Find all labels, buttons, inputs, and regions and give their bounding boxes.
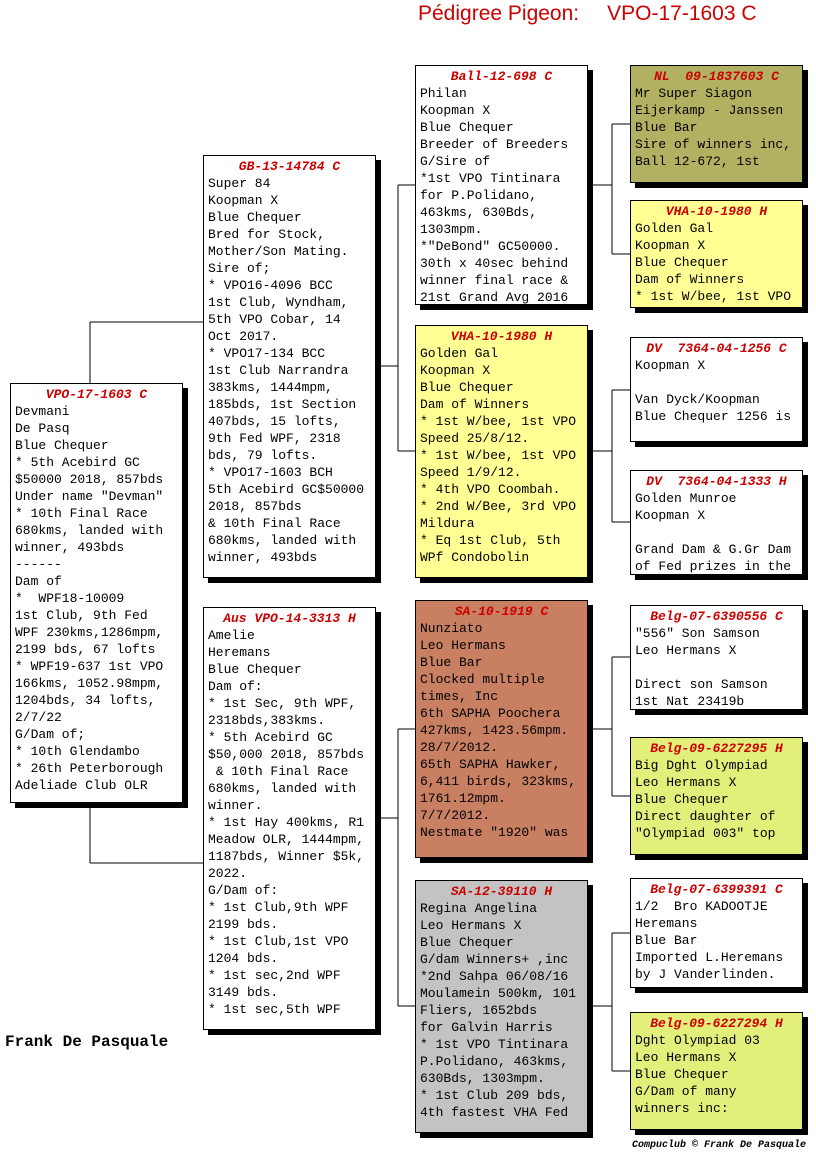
pedigree-notes: Golden Gal Koopman X Blue Chequer Dam of… — [635, 221, 792, 304]
ring-number: VHA-10-1980 H — [450, 329, 553, 344]
pedigree-box-great-grandparent-2: VHA-10-1980 H Golden Gal Koopman X Blue … — [630, 200, 803, 308]
pedigree-notes: Mr Super Siagon Eijerkamp - Janssen Blue… — [635, 86, 792, 169]
pedigree-notes: Dght Olympiad 03 Leo Hermans X Blue Cheq… — [635, 1033, 760, 1116]
pedigree-box-great-grandparent-4: DV 7364-04-1333 H Golden Munroe Koopman … — [630, 470, 803, 575]
page-title: Pédigree Pigeon: VPO-17-1603 C — [418, 2, 757, 26]
pedigree-box-dams-dam: SA-12-39110 H Regina Angelina Leo Herman… — [415, 880, 588, 1133]
pedigree-box-sire: GB-13-14784 C Super 84 Koopman X Blue Ch… — [203, 155, 376, 578]
compuclub-credit: Compuclub © Frank De Pasquale — [632, 1140, 807, 1151]
page-title-label: Pédigree Pigeon: — [418, 2, 580, 25]
pedigree-notes: Philan Koopman X Blue Chequer Breeder of… — [420, 86, 569, 305]
pedigree-notes: Golden Munroe Koopman X Grand Dam & G.Gr… — [635, 491, 792, 574]
pedigree-box-subject: VPO-17-1603 C Devmani De Pasq Blue Chequ… — [10, 383, 183, 803]
pedigree-notes: Golden Gal Koopman X Blue Chequer Dam of… — [420, 346, 577, 565]
pedigree-notes: Koopman X Van Dyck/Koopman Blue Chequer … — [635, 358, 792, 424]
pedigree-box-great-grandparent-7: Belg-07-6399391 C 1/2 Bro KADOOTJE Herem… — [630, 878, 803, 988]
ring-number: SA-12-39110 H — [450, 884, 553, 899]
ring-number: Belg-09-6227295 H — [650, 741, 783, 756]
pedigree-box-dams-sire: SA-10-1919 C Nunziato Leo Hermans Blue B… — [415, 600, 588, 858]
pedigree-notes: Regina Angelina Leo Hermans X Blue Chequ… — [420, 901, 577, 1120]
pedigree-box-sires-sire: Ball-12-698 C Philan Koopman X Blue Cheq… — [415, 65, 588, 305]
ring-number: SA-10-1919 C — [454, 604, 549, 619]
pedigree-box-great-grandparent-8: Belg-09-6227294 H Dght Olympiad 03 Leo H… — [630, 1012, 803, 1130]
pedigree-notes: "556" Son Samson Leo Hermans X Direct so… — [635, 626, 768, 709]
ring-number: VPO-17-1603 C — [45, 387, 148, 402]
pedigree-box-dam: Aus VPO-14-3313 H Amelie Heremans Blue C… — [203, 607, 376, 1030]
ring-number: NL 09-1837603 C — [654, 69, 779, 84]
pedigree-notes: 1/2 Bro KADOOTJE Heremans Blue Bar Impor… — [635, 899, 784, 982]
ring-number: DV 7364-04-1333 H — [646, 474, 787, 489]
page-title-ring: VPO-17-1603 C — [607, 2, 757, 25]
pedigree-box-great-grandparent-6: Belg-09-6227295 H Big Dght Olympiad Leo … — [630, 737, 803, 855]
pedigree-box-great-grandparent-1: NL 09-1837603 C Mr Super Siagon Eijerkam… — [630, 65, 803, 183]
ring-number: Ball-12-698 C — [450, 69, 553, 84]
pedigree-notes: Super 84 Koopman X Blue Chequer Bred for… — [208, 176, 365, 565]
ring-number: Belg-07-6390556 C — [650, 609, 783, 624]
pedigree-notes: Devmani De Pasq Blue Chequer * 5th Acebi… — [15, 404, 164, 793]
ring-number: Belg-09-6227294 H — [650, 1016, 783, 1031]
ring-number: DV 7364-04-1256 C — [646, 341, 787, 356]
pedigree-box-great-grandparent-3: DV 7364-04-1256 C Koopman X Van Dyck/Koo… — [630, 337, 803, 442]
pedigree-notes: Amelie Heremans Blue Chequer Dam of: * 1… — [208, 628, 365, 1017]
ring-number: GB-13-14784 C — [238, 159, 341, 174]
ring-number: VHA-10-1980 H — [665, 204, 768, 219]
pedigree-notes: Nunziato Leo Hermans Blue Bar Clocked mu… — [420, 621, 577, 840]
ring-number: Aus VPO-14-3313 H — [223, 611, 356, 626]
ring-number: Belg-07-6399391 C — [650, 882, 783, 897]
breeder-name: Frank De Pasquale — [5, 1033, 169, 1051]
pedigree-box-great-grandparent-5: Belg-07-6390556 C "556" Son Samson Leo H… — [630, 605, 803, 710]
pedigree-box-sires-dam: VHA-10-1980 H Golden Gal Koopman X Blue … — [415, 325, 588, 578]
pedigree-notes: Big Dght Olympiad Leo Hermans X Blue Che… — [635, 758, 776, 841]
